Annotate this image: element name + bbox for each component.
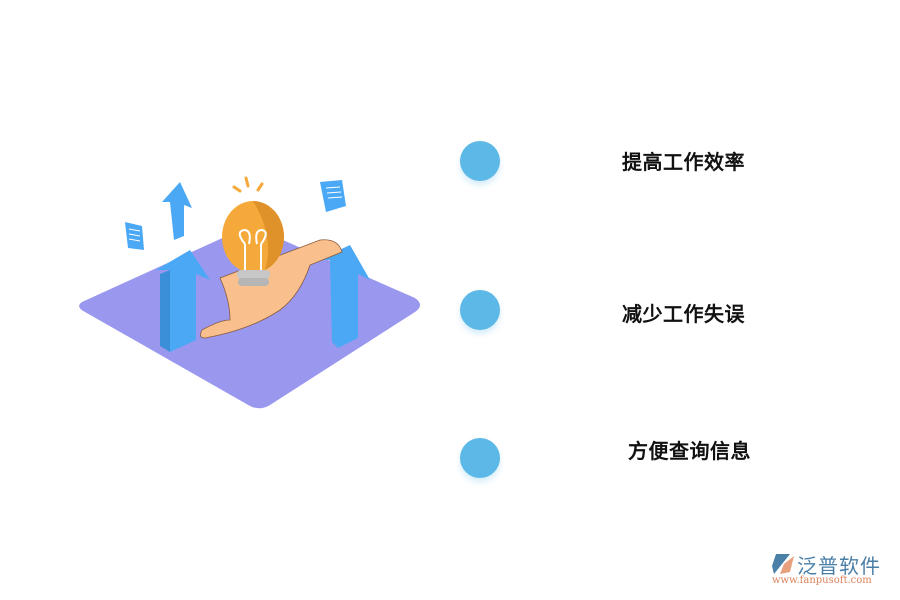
arrow-up-icon [162, 182, 192, 240]
feature-bullet-dot [460, 438, 500, 478]
brand-logo: 泛普软件 www.fanpusoft.com [770, 550, 895, 595]
hand-icon [200, 239, 343, 339]
logo-url: www.fanpusoft.com [772, 575, 872, 586]
logo-mark-icon [772, 554, 794, 574]
logo-name: 泛普软件 [797, 554, 881, 578]
feature-bullet-dot [460, 290, 500, 330]
arrow-up-icon [318, 245, 370, 348]
feature-label-errors: 减少工作失误 [622, 302, 745, 326]
feature-label-query: 方便查询信息 [628, 439, 751, 463]
arrow-up-icon [156, 250, 210, 352]
illustration [70, 170, 430, 420]
document-icon [125, 222, 144, 250]
document-icon [320, 180, 346, 212]
lightbulb-icon [222, 176, 284, 286]
feature-bullet-dot [460, 141, 500, 181]
feature-label-efficiency: 提高工作效率 [622, 150, 745, 174]
